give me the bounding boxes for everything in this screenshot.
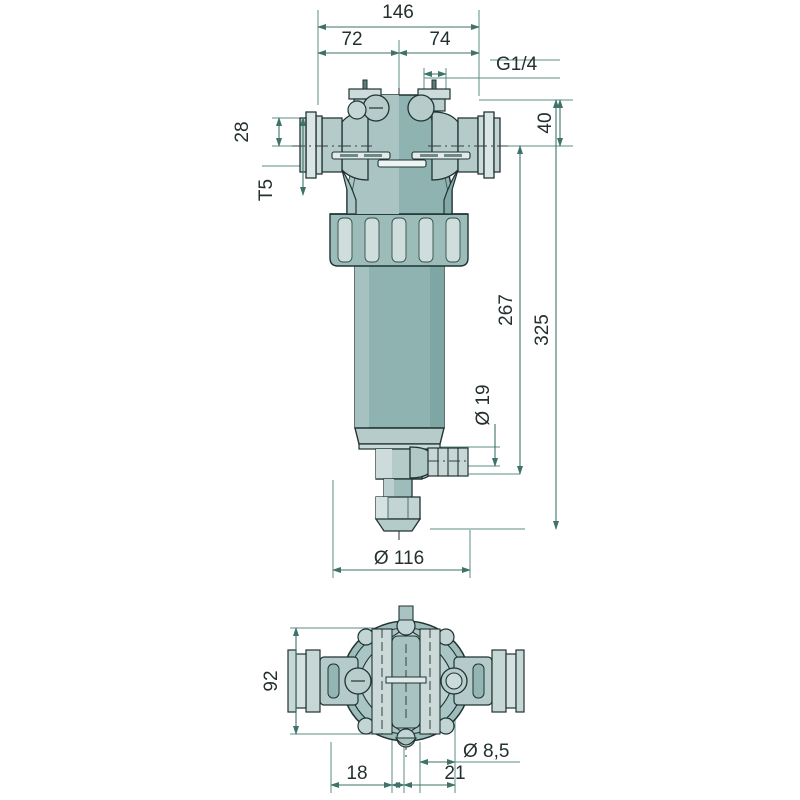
dim-text-28: 28 [232,121,253,142]
dim-text-dia116: Ø 116 [374,548,424,569]
dim-text-dia19: Ø 19 [473,384,494,425]
dim-text-267: 267 [496,294,517,326]
dimension-texts-plan: 92 18 21 Ø 8,5 [261,670,509,784]
dimension-annotations-plan [293,627,456,788]
plan-top-stub [398,605,414,621]
top-port-left [347,79,390,122]
plan-port-right [440,649,525,713]
dim-text-40: 40 [535,112,556,133]
outlet-port-right [428,111,508,215]
dim-text-325: 325 [532,314,553,346]
top-port-right-g14 [407,79,451,122]
plan-bottom-stub [394,737,418,746]
grip-ring [329,213,469,267]
dim-text-t5: T5 [256,179,277,201]
front-elevation-view [292,79,508,540]
dim-text-21: 21 [444,763,465,784]
dim-text-g14: G1/4 [496,54,538,75]
dimension-annotations-front [276,24,563,573]
dim-text-18: 18 [346,763,367,784]
plan-center-bar [385,676,427,684]
dimension-texts-front: 146 72 74 G1/4 40 267 325 Ø 19 Ø 116 28 … [232,2,556,569]
dim-text-92: 92 [261,670,282,691]
dim-text-146: 146 [382,2,414,23]
filter-bowl [354,261,445,450]
bottom-plan-view [287,605,525,760]
plan-port-left [287,649,372,713]
filter-head [292,79,508,215]
dim-text-72: 72 [341,29,362,50]
dim-text-74: 74 [429,29,451,50]
dim-text-dia85: Ø 8,5 [463,741,509,762]
drain-assembly [374,446,469,532]
